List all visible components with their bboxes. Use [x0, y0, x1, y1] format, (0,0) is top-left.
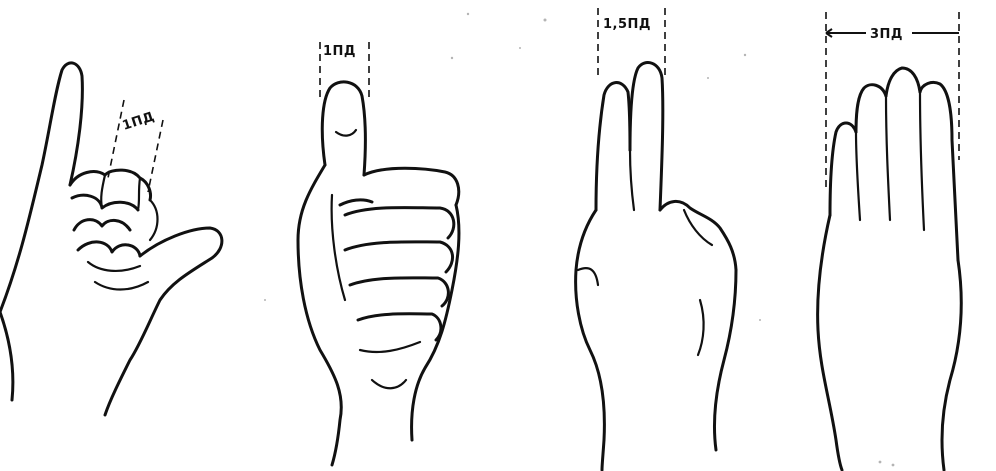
figure-thumb-hand: 1ПД [298, 42, 459, 465]
thumb-hand-outline [298, 82, 459, 465]
figure-two-finger-hand: 1,5ПД [576, 8, 736, 470]
four-finger-width-label: 3ПД [870, 27, 903, 42]
pinch-hand-outline [0, 63, 222, 415]
two-finger-width-label: 1,5ПД [603, 17, 651, 32]
figure-four-finger-hand: 3ПД [818, 12, 962, 470]
four-finger-hand-outline [818, 68, 962, 470]
thumb-width-label: 1ПД [323, 44, 356, 59]
scan-noise [264, 13, 894, 467]
pinch-width-label: 1ПД [121, 109, 157, 133]
two-finger-hand-outline [576, 63, 736, 470]
figure-pinch-hand: 1ПД [0, 63, 222, 415]
